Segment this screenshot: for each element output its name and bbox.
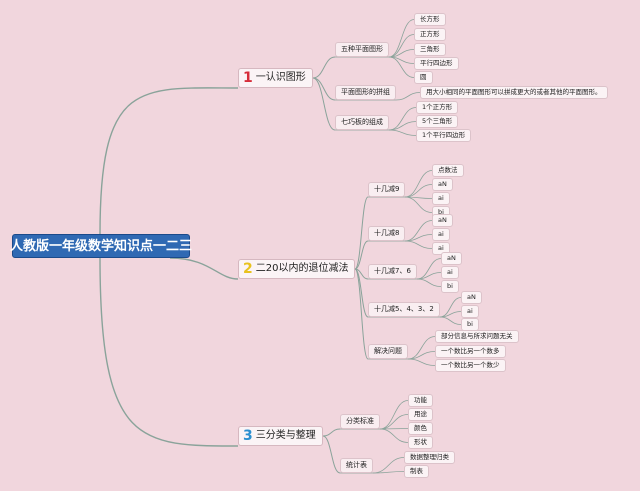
connector [379, 414, 409, 430]
connector [416, 278, 442, 287]
branch-number: 2 [243, 261, 253, 277]
leaf[interactable]: 平行四边形 [414, 57, 459, 70]
connector [372, 471, 405, 474]
branch-3[interactable]: 3 三分类与整理 [238, 426, 323, 446]
connector [388, 34, 415, 58]
leaf[interactable]: aN [432, 178, 453, 191]
leaf[interactable]: 功能 [408, 394, 433, 407]
subtopic[interactable]: 十几减5、4、3、2 [368, 302, 440, 317]
root-topic[interactable]: 人教版一年级数学知识点一二三 [10, 234, 192, 258]
branch-label: 一认识图形 [255, 72, 306, 83]
leaf[interactable]: 1个平行四边形 [416, 129, 472, 142]
connector [388, 19, 415, 58]
connector [407, 358, 436, 366]
leaf[interactable]: 三角形 [414, 43, 446, 56]
connector [388, 121, 417, 131]
connector [99, 257, 239, 447]
leaf[interactable]: ai [432, 242, 450, 255]
connector [372, 457, 405, 474]
connector [322, 435, 341, 474]
connector [354, 268, 369, 360]
leaf[interactable]: 1个正方形 [416, 101, 459, 114]
subtopic[interactable]: 十几减8 [368, 226, 406, 241]
subtopic[interactable]: 解决问题 [368, 344, 408, 359]
connector [354, 196, 369, 270]
leaf[interactable]: 一个数比另一个数少 [435, 359, 506, 372]
connector [312, 77, 336, 131]
leaf[interactable]: 形状 [408, 436, 433, 449]
leaf[interactable]: bi [441, 280, 459, 293]
subtopic[interactable]: 分类标准 [340, 414, 380, 429]
subtopic[interactable]: 七巧板的组成 [335, 115, 389, 130]
connector [169, 257, 239, 280]
leaf[interactable]: ai [461, 305, 479, 318]
connector [395, 92, 421, 101]
connector [312, 77, 336, 101]
leaf[interactable]: aN [441, 252, 462, 265]
connector [404, 170, 433, 198]
connector [388, 129, 417, 136]
connector [379, 400, 409, 430]
subtopic[interactable]: 五种平面图形 [335, 42, 389, 57]
connector [99, 87, 239, 235]
branch-1[interactable]: 1 一认识图形 [238, 68, 313, 88]
leaf[interactable]: 部分信息与所求问题无关 [435, 330, 519, 343]
branch-number: 1 [243, 70, 253, 86]
leaf[interactable]: 用大小相同的平面图形可以拼成更大的或者其他的平面图形。 [420, 86, 608, 99]
connector [388, 107, 417, 131]
leaf[interactable]: 数据整理归类 [404, 451, 455, 464]
connector [404, 196, 433, 213]
subtopic[interactable]: 平面图形的拼组 [335, 85, 396, 100]
subtopic[interactable]: 十几减7、6 [368, 264, 417, 279]
branch-label: 二20以内的退位减法 [255, 263, 349, 274]
leaf[interactable]: aN [461, 291, 482, 304]
connector [354, 240, 369, 270]
leaf[interactable]: 一个数比另一个数多 [435, 345, 506, 358]
leaf[interactable]: 圆 [414, 71, 433, 84]
branch-number: 3 [243, 428, 253, 444]
leaf[interactable]: ai [432, 192, 450, 205]
leaf[interactable]: 制表 [404, 465, 429, 478]
leaf[interactable]: 5个三角形 [416, 115, 459, 128]
subtopic[interactable]: 十几减9 [368, 182, 406, 197]
leaf[interactable]: 用途 [408, 408, 433, 421]
connector [404, 220, 433, 242]
connector [379, 428, 409, 443]
connector [312, 56, 336, 79]
leaf[interactable]: aN [432, 214, 453, 227]
connector [404, 240, 433, 249]
leaf[interactable]: 颜色 [408, 422, 433, 435]
branch-2[interactable]: 2 二20以内的退位减法 [238, 259, 356, 279]
leaf[interactable]: 点数法 [432, 164, 464, 177]
leaf[interactable]: ai [432, 228, 450, 241]
connector [322, 428, 341, 437]
connector [439, 316, 462, 325]
connector [388, 56, 415, 78]
leaf[interactable]: ai [441, 266, 459, 279]
branch-label: 三分类与整理 [255, 430, 316, 441]
connector [404, 184, 433, 198]
leaf[interactable]: 长方形 [414, 13, 446, 26]
subtopic[interactable]: 统计表 [340, 458, 373, 473]
leaf[interactable]: 正方形 [414, 28, 446, 41]
connector [407, 336, 436, 360]
connector [416, 258, 442, 280]
connector [439, 297, 462, 318]
